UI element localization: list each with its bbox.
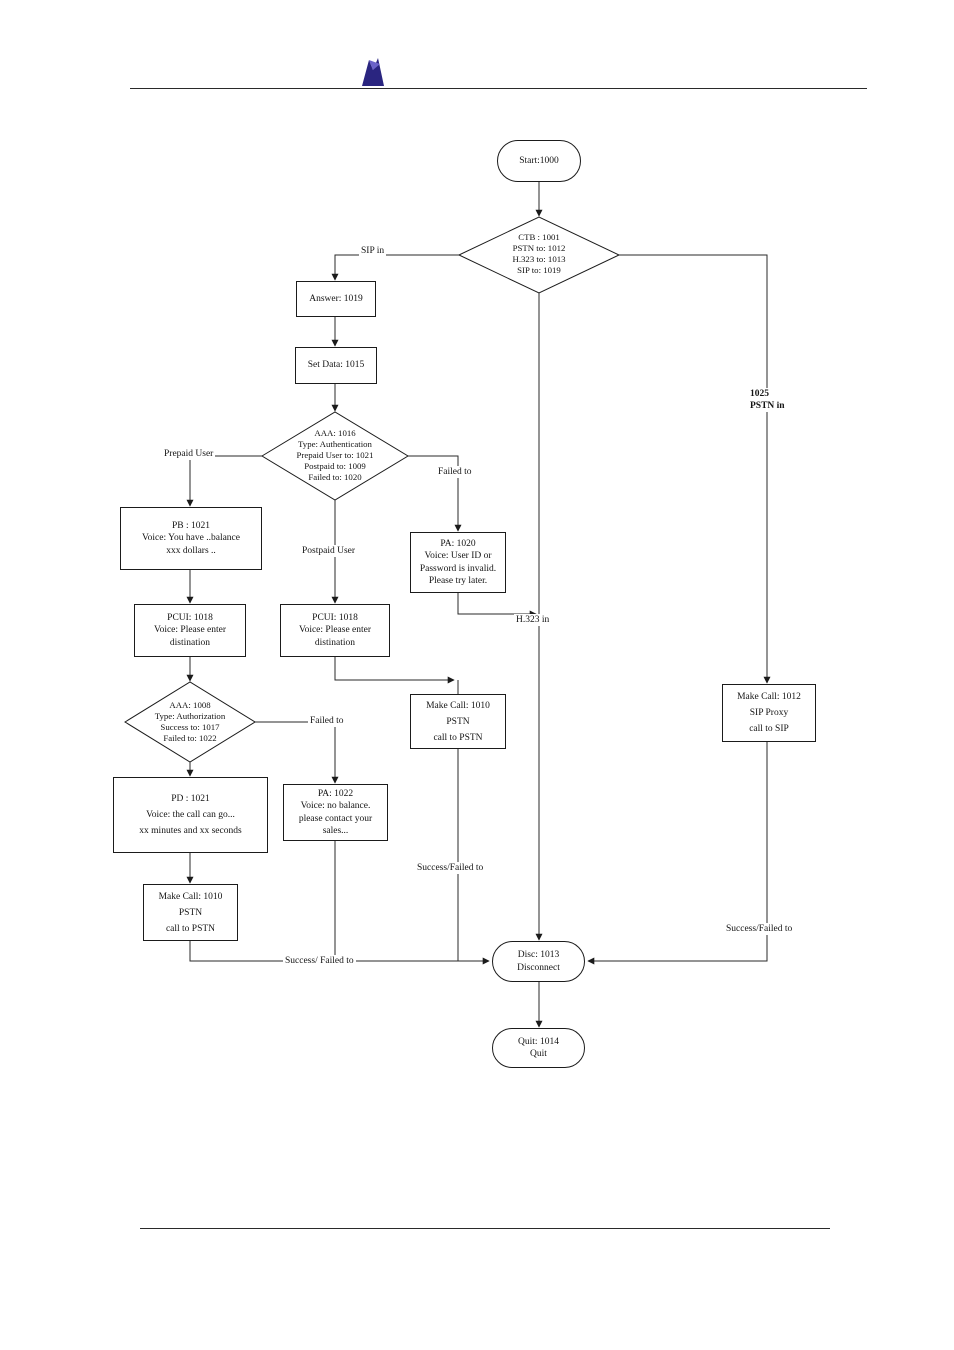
setdata-node: Set Data: 1015 [295, 347, 377, 384]
edge-label-success-failed-right: Success/Failed to [724, 923, 795, 935]
edge-label-pstn-in-1025: 1025 PSTN in [748, 388, 787, 412]
pa1022-node: PA: 1022 Voice: no balance. please conta… [283, 784, 388, 841]
makecall-mid-node: Make Call: 1010 PSTN call to PSTN [410, 694, 506, 749]
edge-label-h323-in: H.323 in [514, 614, 552, 626]
edge-aaa1016-to-pb-prepaid [186, 455, 262, 507]
logo-mark-light [369, 60, 380, 70]
edge-aaa1008-to-pa1022-failed [255, 721, 339, 784]
edge-label-prepaid-user: Prepaid User [162, 448, 216, 460]
ctb-decision-label: CTB : 1001 PSTN to: 1012 H.323 to: 1013 … [512, 232, 566, 275]
pd-node: PD : 1021 Voice: the call can go... xx m… [113, 777, 268, 853]
edge-label-success-failed-left: Success/ Failed to [283, 955, 356, 967]
edge-label-failed-to-auth: Failed to [436, 466, 474, 478]
edges [186, 182, 771, 1028]
edge-label-postpaid-user: Postpaid User [300, 545, 358, 557]
pcui-left-node: PCUI: 1018 Voice: Please enter distinati… [134, 604, 246, 657]
edge-pa1020-to-mainline [457, 592, 537, 618]
disc-node: Disc: 1013 Disconnect [492, 941, 585, 982]
edge-pcui-mid-to-makecall-mid [334, 657, 455, 684]
edge-label-sip-in: SIP in [359, 245, 387, 257]
footer-rule [140, 1228, 830, 1229]
start-node: Start:1000 [497, 140, 581, 182]
edge-ctb-to-answer-sip [331, 254, 459, 281]
makecall-left-node: Make Call: 1010 PSTN call to PSTN [143, 884, 238, 941]
edge-label-success-failed-mid: Success/Failed to [415, 862, 486, 874]
edge-ctb-to-makecall-right-pstn [619, 254, 771, 684]
answer-node: Answer: 1019 [296, 281, 376, 317]
pa1020-node: PA: 1020 Voice: User ID or Password is i… [410, 532, 506, 593]
quit-node: Quit: 1014 Quit [492, 1028, 585, 1068]
pb-node: PB : 1021 Voice: You have ..balance xxx … [120, 507, 262, 570]
pcui-mid-node: PCUI: 1018 Voice: Please enter distinati… [280, 604, 390, 657]
edge-label-failed-to-authz: Failed to [308, 715, 346, 727]
aaa1016-decision-label: AAA: 1016 Type: Authentication Prepaid U… [296, 428, 374, 482]
aaa1008-decision-label: AAA: 1008 Type: Authorization Success to… [154, 700, 226, 743]
header-rule [130, 88, 867, 89]
logo-icon [362, 58, 384, 86]
makecall-right-node: Make Call: 1012 SIP Proxy call to SIP [722, 684, 816, 742]
logo-mark-dark [362, 58, 384, 86]
